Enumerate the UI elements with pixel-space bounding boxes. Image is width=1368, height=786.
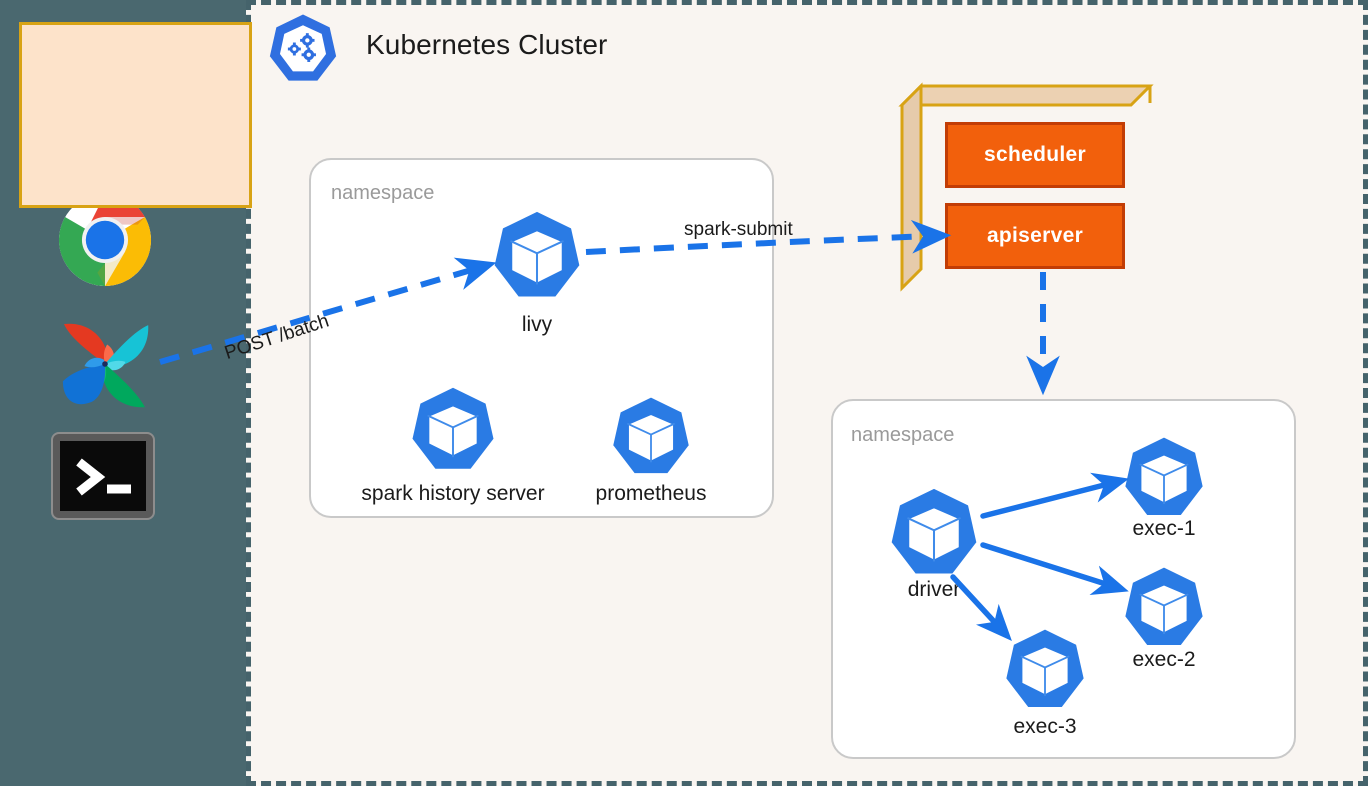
pod-label-exec-2: exec-2 — [1132, 648, 1196, 671]
control-plane-front-face — [19, 22, 252, 208]
namespace-label: namespace — [331, 182, 435, 204]
pod-icon-exec-1[interactable] — [1122, 436, 1206, 520]
namespace-label: namespace — [851, 424, 955, 446]
pod-icon-livy[interactable] — [491, 210, 583, 302]
pod-label-exec-1: exec-1 — [1132, 517, 1196, 540]
pod-label-spark-history-server: spark history server — [361, 482, 545, 505]
pod-label-driver: driver — [907, 578, 961, 601]
pod-label-exec-3: exec-3 — [1013, 715, 1077, 738]
pod-label-livy: livy — [521, 313, 553, 336]
control-plane-pod-apiserver[interactable]: apiserver — [945, 203, 1125, 269]
control-plane-pod-scheduler[interactable]: scheduler — [945, 122, 1125, 188]
pod-icon-exec-2[interactable] — [1122, 566, 1206, 650]
pod-icon-spark-history-server[interactable] — [409, 386, 497, 474]
pod-icon-exec-3[interactable] — [1003, 628, 1087, 712]
page-title: Kubernetes Cluster — [366, 29, 608, 60]
airflow-icon — [51, 310, 159, 418]
pod-icon-prometheus[interactable] — [610, 396, 692, 478]
kubernetes-logo-icon — [267, 13, 339, 85]
edge-label-spark-submit: spark-submit — [684, 219, 793, 240]
pod-label-prometheus: prometheus — [595, 482, 707, 505]
terminal-icon — [51, 432, 155, 520]
pod-icon-driver[interactable] — [888, 487, 980, 579]
